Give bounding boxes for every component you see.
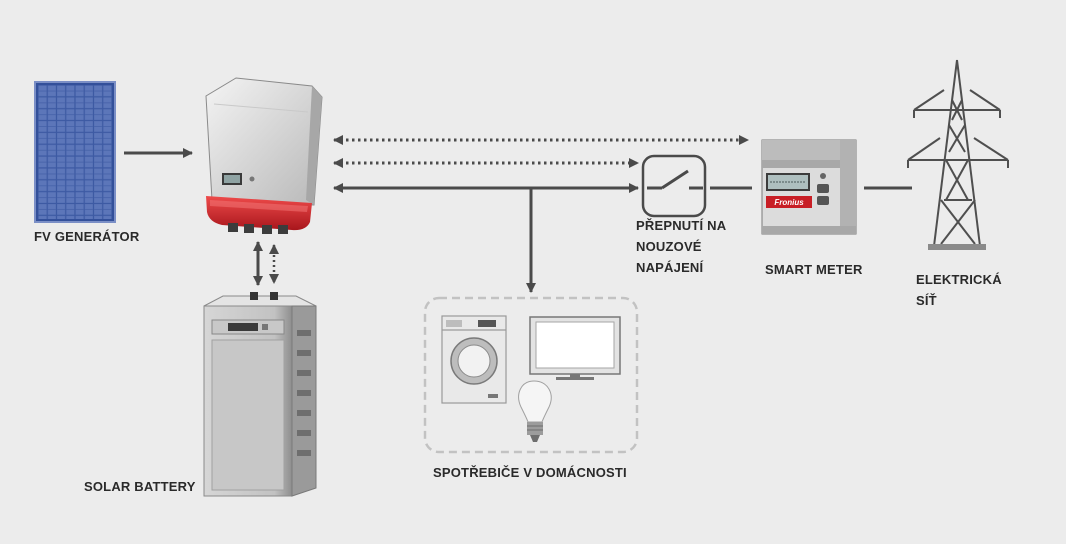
washing-machine-icon xyxy=(441,315,507,404)
smart-meter-icon: Fronius xyxy=(761,139,857,235)
grid-label-line1: ELEKTRICKÁ xyxy=(916,272,1002,287)
tv-icon xyxy=(529,316,621,380)
battery-cabinet-icon xyxy=(203,292,317,497)
appliances-label: SPOTŘEBIČE V DOMÁCNOSTI xyxy=(433,465,627,480)
inverter-icon xyxy=(205,77,323,234)
switch-label-line1: PŘEPNUTÍ NA xyxy=(636,218,727,233)
grid-label-line2: SÍŤ xyxy=(916,293,937,308)
meter-brand-label: Fronius xyxy=(774,198,804,207)
switch-label-line3: NAPÁJENÍ xyxy=(636,260,704,275)
switch-label-line2: NOUZOVÉ xyxy=(636,239,702,254)
light-bulb-icon xyxy=(518,380,552,442)
power-pylon-icon xyxy=(907,59,1009,250)
fv-generator-label: FV GENERÁTOR xyxy=(34,229,140,244)
solar-battery-label: SOLAR BATTERY xyxy=(84,479,196,494)
faint-header-watermark xyxy=(6,6,406,24)
smart-meter-label: SMART METER xyxy=(765,262,863,277)
solar-panel-icon xyxy=(34,81,116,223)
appliances-group-box xyxy=(423,296,639,454)
transfer-switch-icon xyxy=(641,154,707,218)
